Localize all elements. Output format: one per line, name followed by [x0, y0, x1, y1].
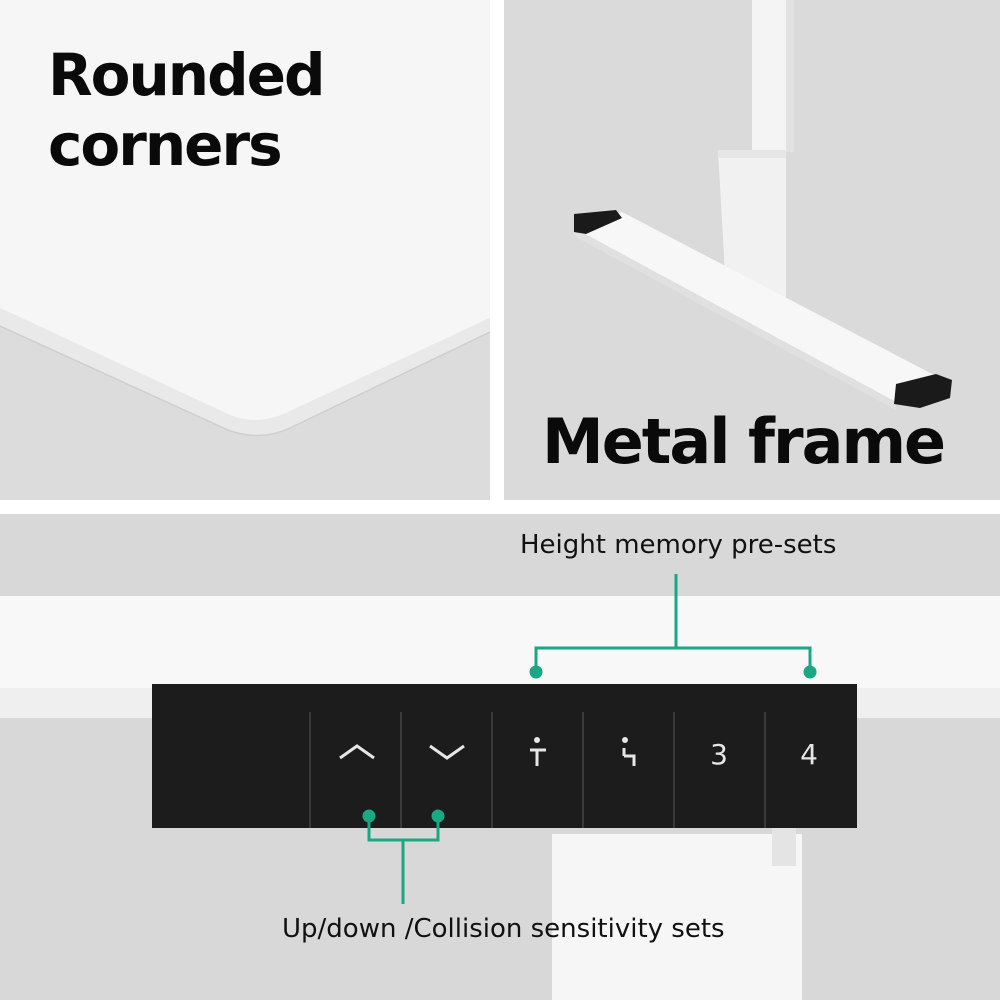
updown-callout-bracket: [362, 809, 445, 904]
preset-4-button[interactable]: 4: [766, 712, 856, 828]
preset-4-label: 4: [800, 738, 818, 771]
control-panel-illustration: 3 4: [0, 574, 1000, 1000]
control-box: [152, 684, 857, 828]
rounded-corners-headline: Rounded corners: [48, 41, 325, 179]
sitting-person-icon: [622, 737, 636, 766]
metal-frame-headline: Metal frame: [542, 405, 946, 478]
chevron-down-icon: [429, 744, 465, 760]
metal-frame-panel: Metal frame: [504, 0, 1000, 500]
chevron-up-icon: [339, 744, 375, 760]
up-button[interactable]: [311, 712, 401, 828]
presets-callout-bracket: [529, 574, 817, 679]
updown-collision-callout: Up/down /Collision sensitivity sets: [282, 914, 725, 944]
control-panel-section: 3 4: [0, 514, 1000, 1000]
down-button[interactable]: [402, 712, 492, 828]
metal-frame-illustration: [574, 0, 952, 410]
height-memory-presets-callout: Height memory pre-sets: [520, 530, 837, 560]
rounded-corners-panel: Rounded corners: [0, 0, 490, 500]
desk-corner-illustration: [0, 0, 490, 437]
preset-3-button[interactable]: 3: [675, 712, 765, 828]
preset-standing-button[interactable]: [493, 712, 583, 828]
preset-3-label: 3: [710, 738, 728, 771]
preset-sitting-button[interactable]: [584, 712, 674, 828]
standing-person-icon: [530, 737, 546, 766]
